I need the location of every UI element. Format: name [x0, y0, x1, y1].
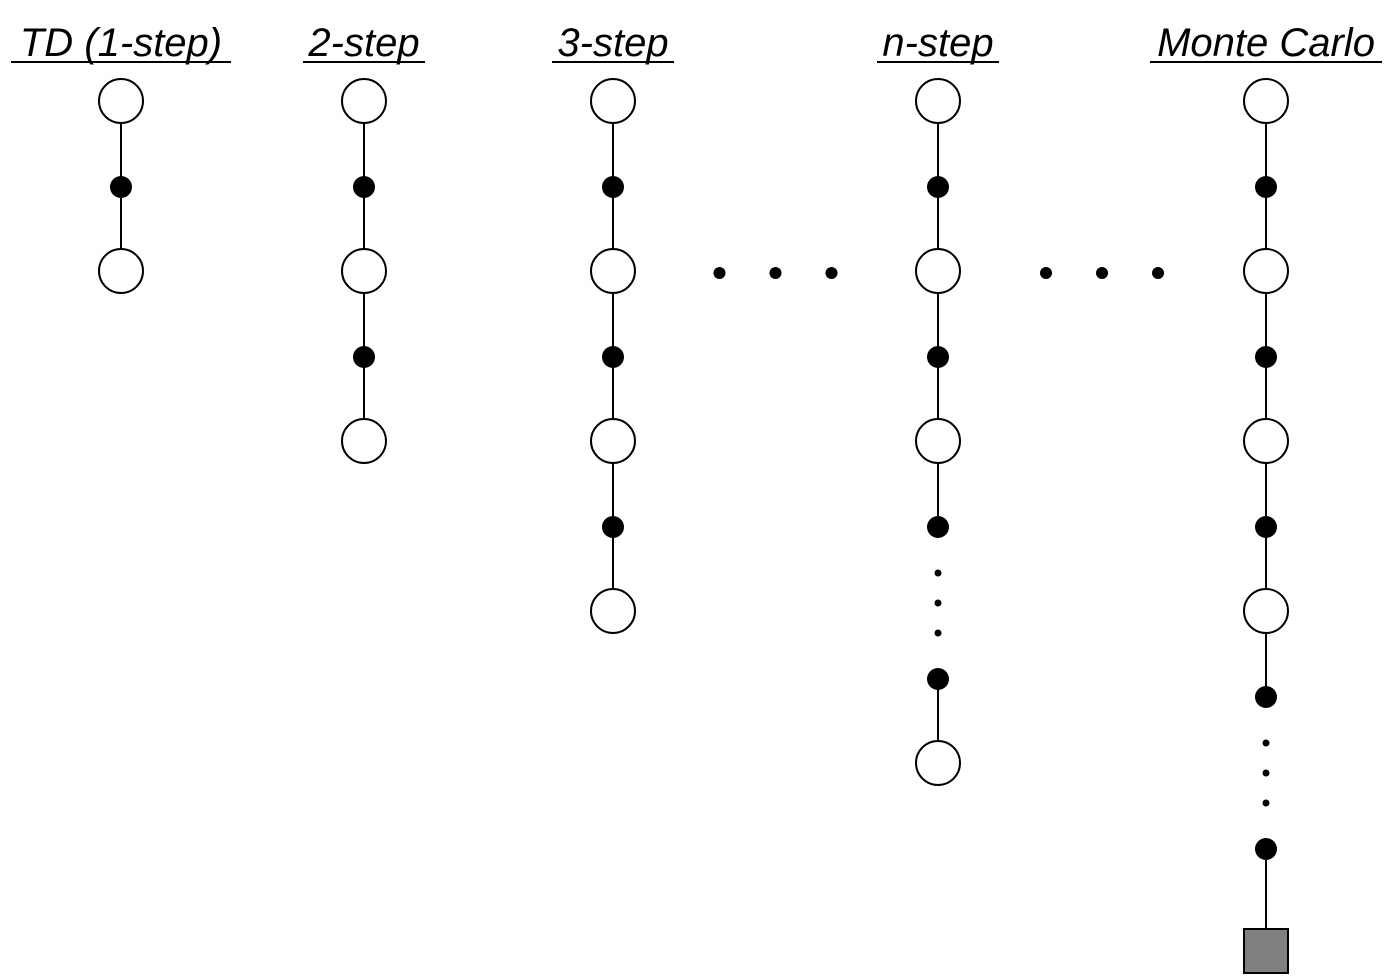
- state-node-3-step-2: [590, 248, 636, 294]
- state-node-n-step-8: [915, 740, 961, 786]
- state-node-2-step-2: [341, 248, 387, 294]
- state-node-n-step-2: [915, 248, 961, 294]
- action-node-n-step-5: [927, 516, 949, 538]
- action-node-2-step-3: [353, 346, 375, 368]
- vertical-ellipsis-dot-n-step-2: [934, 629, 942, 637]
- state-node-3-step-0: [590, 78, 636, 124]
- action-node-n-step-1: [927, 176, 949, 198]
- action-node-monte-carlo-1: [1255, 176, 1277, 198]
- terminal-node-monte-carlo: [1243, 928, 1289, 974]
- action-node-3-step-5: [602, 516, 624, 538]
- state-node-2-step-0: [341, 78, 387, 124]
- horizontal-ellipsis-dot-1-1: [1096, 267, 1108, 279]
- column-title-td-1-step: TD (1-step): [20, 21, 222, 65]
- column-title-3-step: 3-step: [557, 21, 668, 65]
- state-node-n-step-0: [915, 78, 961, 124]
- action-node-3-step-3: [602, 346, 624, 368]
- state-node-monte-carlo-0: [1243, 78, 1289, 124]
- state-node-3-step-4: [590, 418, 636, 464]
- state-node-2-step-4: [341, 418, 387, 464]
- action-node-monte-carlo-9: [1255, 838, 1277, 860]
- action-node-n-step-3: [927, 346, 949, 368]
- column-title-monte-carlo: Monte Carlo: [1157, 21, 1375, 65]
- nodes: [98, 78, 1289, 974]
- state-node-monte-carlo-4: [1243, 418, 1289, 464]
- vertical-ellipsis-dot-monte-carlo-2: [1262, 799, 1270, 807]
- action-node-monte-carlo-5: [1255, 516, 1277, 538]
- state-node-td-1-step-0: [98, 78, 144, 124]
- column-title-2-step: 2-step: [307, 21, 419, 65]
- horizontal-ellipsis-dot-0-1: [769, 267, 782, 279]
- column-title-n-step: n-step: [882, 21, 993, 65]
- action-node-n-step-7: [927, 668, 949, 690]
- action-node-2-step-1: [353, 176, 375, 198]
- vertical-ellipsis-dot-n-step-1: [934, 599, 942, 607]
- horizontal-ellipsis-dot-1-2: [1152, 267, 1164, 279]
- edges: [120, 101, 1267, 933]
- action-node-3-step-1: [602, 176, 624, 198]
- state-node-monte-carlo-2: [1243, 248, 1289, 294]
- ellipses: [713, 267, 1164, 279]
- vertical-ellipsis-dot-n-step-0: [934, 569, 942, 577]
- horizontal-ellipsis-dot-0-0: [713, 267, 726, 279]
- action-node-td-1-step-1: [110, 176, 132, 198]
- horizontal-ellipsis-dot-1-0: [1040, 267, 1052, 279]
- state-node-monte-carlo-6: [1243, 588, 1289, 634]
- action-node-monte-carlo-3: [1255, 346, 1277, 368]
- horizontal-ellipsis-dot-0-2: [825, 267, 838, 279]
- state-node-n-step-4: [915, 418, 961, 464]
- column-titles: TD (1-step) 2-step 3-step n-step Monte Carlo: [11, 21, 1382, 65]
- vertical-ellipsis-dot-monte-carlo-1: [1262, 769, 1270, 777]
- action-node-monte-carlo-7: [1255, 686, 1277, 708]
- state-node-3-step-6: [590, 588, 636, 634]
- vertical-ellipsis-dot-monte-carlo-0: [1262, 739, 1270, 747]
- state-node-td-1-step-2: [98, 248, 144, 294]
